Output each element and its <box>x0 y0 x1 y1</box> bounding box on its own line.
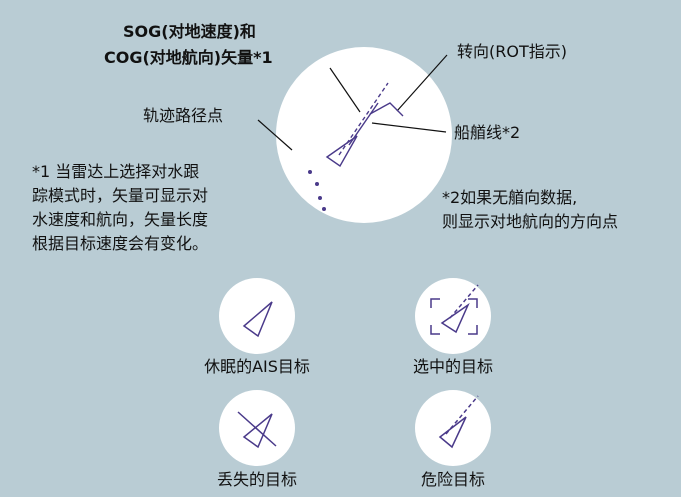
lost-target-caption: 丢失的目标 <box>216 470 297 489</box>
main-target-symbol <box>325 82 404 168</box>
selected-target-icon <box>430 284 479 335</box>
selected-target-caption: 选中的目标 <box>412 357 493 376</box>
track-point <box>318 196 322 200</box>
main-target-circle <box>276 47 452 223</box>
note1-line: 踪模式时，矢量可显示对 <box>32 186 209 205</box>
track-point <box>308 170 312 174</box>
lost-target-icon <box>237 411 277 449</box>
note2-line: 则显示对地航向的方向点 <box>442 212 619 231</box>
track-label: 轨迹路径点 <box>143 106 224 125</box>
track-points <box>308 170 326 211</box>
leader-lines <box>257 54 448 151</box>
rot-leader-line <box>396 54 448 112</box>
heading-line-label: 船艏线*2 <box>454 123 521 142</box>
dangerous-target-circle <box>415 390 491 466</box>
note1-line: *1 当雷达上选择对水跟 <box>32 162 200 181</box>
heading-line <box>348 102 379 146</box>
note1-line: 根据目标速度会有变化。 <box>32 234 209 253</box>
target-triangle <box>325 135 358 168</box>
note1-line: 水速度和航向，矢量长度 <box>32 210 209 229</box>
sleeping-target-icon <box>242 301 273 338</box>
track-leader-line <box>257 119 293 151</box>
track-point <box>315 182 319 186</box>
track-point <box>322 207 326 211</box>
dangerous-target-icon <box>438 395 479 449</box>
note1-text: *1 当雷达上选择对水跟 踪模式时，矢量可显示对 水速度和航向，矢量长度 根据目… <box>32 160 208 256</box>
sog-leader-line <box>329 67 361 113</box>
sog-label-line2: COG(对地航向)矢量*1 <box>104 48 273 67</box>
sog-label-line1: SOG(对地速度)和 <box>123 22 256 41</box>
rot-label: 转向(ROT指示) <box>457 42 567 61</box>
rot-indicator <box>369 102 404 117</box>
sleeping-target-caption: 休眠的AIS目标 <box>204 357 310 376</box>
note2-line: *2如果无艏向数据, <box>442 188 578 207</box>
heading-leader-line <box>371 122 447 133</box>
sleeping-target-circle <box>219 278 295 354</box>
dangerous-target-caption: 危险目标 <box>420 470 485 489</box>
note2-text: *2如果无艏向数据, 则显示对地航向的方向点 <box>442 186 618 234</box>
